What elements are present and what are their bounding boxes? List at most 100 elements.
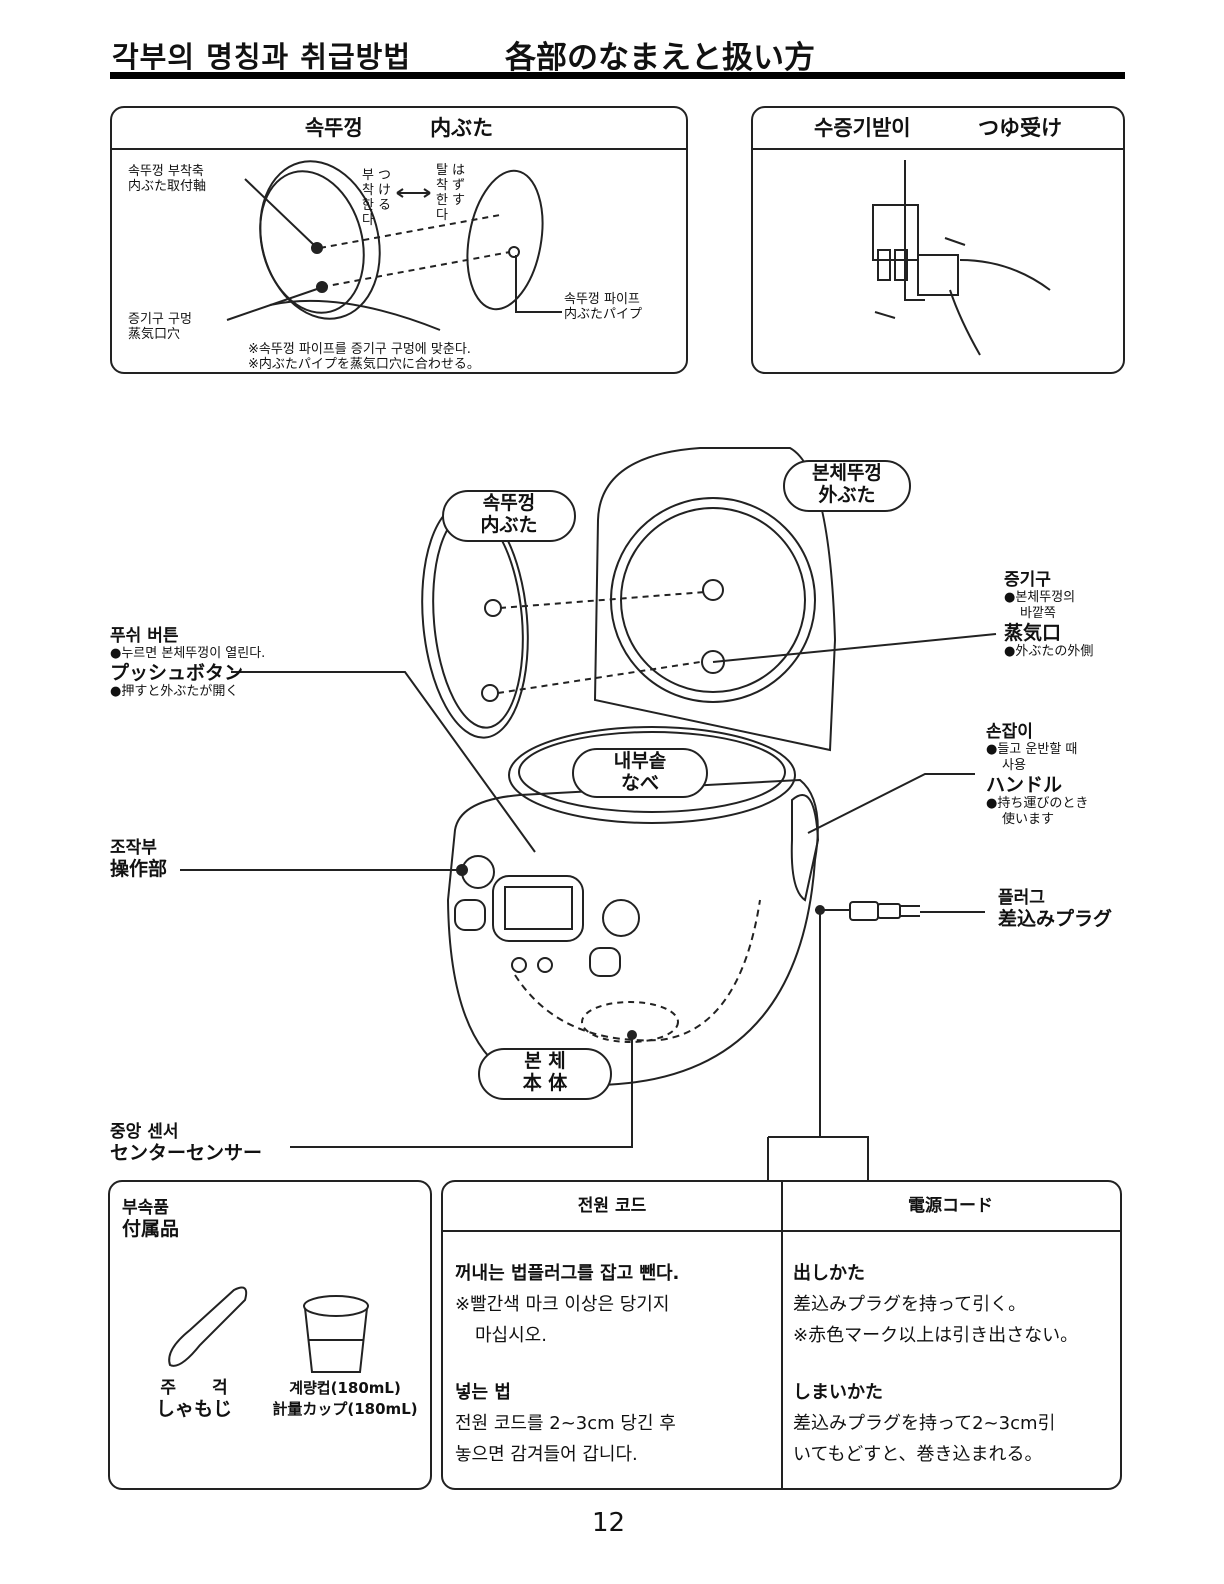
power-cord-head-ko: 전원 코드 xyxy=(443,1182,781,1232)
cord-out-note-ko-2: 마십시오. xyxy=(475,1325,547,1346)
control-panel-label-ko: 조작부 xyxy=(110,838,157,858)
control-panel-label-ja: 操作部 xyxy=(110,858,168,880)
steam-vent-label-ja: 蒸気口 xyxy=(1004,622,1062,644)
power-cord-box: 전원 코드 꺼내는 법플러그를 잡고 뺀다. ※빨간색 마크 이상은 당기지 마… xyxy=(441,1180,1122,1490)
title-rule xyxy=(110,72,1125,79)
pipe-label-ja: 内ぶたパイプ xyxy=(564,307,643,322)
cord-out-title-ja: 出しかた xyxy=(793,1263,865,1284)
measuring-cup-label-ko: 계량컵(180mL) xyxy=(289,1379,401,1397)
control-panel-label: 조작부 操作部 xyxy=(110,838,167,880)
accessories-title-ko: 부속품 xyxy=(122,1198,169,1218)
cord-in-text-ko-1: 전원 코드를 2~3cm 당긴 후 xyxy=(455,1413,676,1434)
inner-lid-pipe-label: 속뚜껑 파이프 内ぶたパイプ xyxy=(564,292,642,322)
power-cord-body-ko: 꺼내는 법플러그를 잡고 뺀다. ※빨간색 마크 이상은 당기지 마십시오. 넣… xyxy=(443,1232,781,1470)
center-sensor-label-ko: 중앙 센서 xyxy=(110,1122,179,1142)
handle-label: 손잡이 ●들고 운반할 때 사용 ハンドル ●持ち運びのとき 使います xyxy=(986,722,1088,828)
plug-label-ja: 差込みプラグ xyxy=(998,908,1113,930)
handle-note-ko-2: 사용 xyxy=(1002,758,1026,773)
accessories-title-ja: 付属品 xyxy=(122,1218,180,1240)
push-button-note-ja: ●押すと外ぶたが開く xyxy=(110,684,239,699)
measuring-cup-label: 계량컵(180mL) 計量カップ(180mL) xyxy=(260,1378,430,1420)
push-button-note-ko: ●누르면 본체뚜껑이 열린다. xyxy=(110,646,266,661)
inner-lid-shaft-label: 속뚜껑 부착축 内ぶた取付軸 xyxy=(128,164,206,194)
pipe-label-ko: 속뚜껑 파이프 xyxy=(564,292,640,307)
plug-drawing xyxy=(849,901,879,921)
power-cord-japanese-column: 電源コード 出しかた 差込みプラグを持って引く。 ※赤色マーク以上は引き出さない… xyxy=(781,1182,1120,1488)
body-drawing xyxy=(446,778,819,1086)
shaft-label-ko: 속뚜껑 부착축 xyxy=(128,164,204,179)
accessories-title: 부속품 付属品 xyxy=(122,1198,179,1240)
plug-label: 플러그 差込みプラグ xyxy=(998,888,1112,930)
handle-note-ja-1: ●持ち運びのとき xyxy=(986,796,1089,811)
page-title-korean: 각부의 명칭과 취급방법 xyxy=(112,40,411,74)
steam-vent-label-ko: 증기구 xyxy=(1004,570,1051,590)
page-number: 12 xyxy=(592,1508,626,1538)
inner-lid-callout: 속뚜껑 内ぶた xyxy=(442,490,576,542)
steam-vent-hole-label: 증기구 구멍 蒸気口穴 xyxy=(128,312,192,342)
attach-label-ja: つける xyxy=(378,168,392,213)
cord-in-text-ja-2: いてもどすと、巻き込まれる。 xyxy=(793,1444,1043,1465)
vent-hole-label-ko: 증기구 구멍 xyxy=(128,312,192,327)
inner-lid-box: 속뚜껑 内ぶた 속뚜껑 부착축 内ぶた取付軸 부착한다 つける 탈착한다 はずす… xyxy=(110,106,688,374)
dew-catcher-box-header: 수증기받이 つゆ受け xyxy=(753,108,1123,150)
push-button-label: 푸쉬 버튼 ●누르면 본체뚜껑이 열린다. プッシュボタン ●押すと外ぶたが開く xyxy=(110,626,265,700)
dew-catcher-drawing xyxy=(904,160,925,301)
measuring-cup-label-ja: 計量カップ(180mL) xyxy=(272,1400,418,1418)
cord-in-title-ko: 넣는 법 xyxy=(455,1382,511,1403)
outer-lid-label-ja: 外ぶた xyxy=(818,484,876,506)
shaft-label-ja: 内ぶた取付軸 xyxy=(128,179,207,194)
push-button-label-ja: プッシュボタン xyxy=(110,662,244,684)
dew-catcher-title-ja: つゆ受け xyxy=(977,116,1062,140)
handle-drawing xyxy=(790,794,820,902)
power-cord-body-ja: 出しかた 差込みプラグを持って引く。 ※赤色マーク以上は引き出さない。 しまいか… xyxy=(781,1232,1120,1470)
inner-lid-label-ko: 속뚜껑 xyxy=(482,492,536,514)
cord-in-text-ja-1: 差込みプラグを持って2~3cm引 xyxy=(793,1413,1056,1434)
body-callout: 본 체 本 体 xyxy=(478,1048,612,1100)
cord-out-note-ja: ※赤色マーク以上は引き出さない。 xyxy=(793,1325,1079,1346)
inner-lid-note: ※속뚜껑 파이프를 증기구 구멍에 맞춘다. ※内ぶたパイプを蒸気口穴に合わせる… xyxy=(248,342,480,372)
rice-paddle-label-ko: 주 걱 xyxy=(160,1378,228,1398)
accessories-box: 부속품 付属品 주 걱 しゃもじ 계량컵(180mL) 計量カップ(180mL) xyxy=(108,1180,432,1490)
outer-lid-label-ko: 본체뚜껑 xyxy=(812,462,882,484)
power-cord-head-ja: 電源コード xyxy=(781,1182,1120,1232)
handle-label-ko: 손잡이 xyxy=(986,722,1033,742)
rice-paddle-drawing xyxy=(168,1286,248,1367)
steam-vent-note-ja: ●外ぶたの外側 xyxy=(1004,644,1094,659)
cord-out-text-ja: 差込みプラグを持って引く。 xyxy=(793,1294,1027,1315)
inner-lid-note-ja: ※内ぶたパイプを蒸気口穴に合わせる。 xyxy=(248,357,480,372)
inner-lid-note-ko: ※속뚜껑 파이프를 증기구 구멍에 맞춘다. xyxy=(248,342,471,357)
removed-inner-lid-drawing xyxy=(466,169,544,311)
rice-paddle-label-ja: しゃもじ xyxy=(155,1398,232,1420)
push-button-label-ko: 푸쉬 버튼 xyxy=(110,626,179,646)
page-title-japanese: 各部のなまえと扱い方 xyxy=(505,40,815,76)
attach-label-ko: 부착한다 xyxy=(362,168,374,228)
pot-label-ja: なべ xyxy=(620,772,659,794)
cord-out-title-ko: 꺼내는 법플러그를 잡고 뺀다. xyxy=(455,1263,680,1284)
dew-catcher-title-ko: 수증기받이 xyxy=(814,116,911,140)
cord-in-text-ko-2: 놓으면 감겨들어 갑니다. xyxy=(455,1444,638,1465)
outer-lid-callout: 본체뚜껑 外ぶた xyxy=(783,460,911,512)
steam-vent-note-ko-1: ●본체뚜껑의 xyxy=(1004,590,1076,605)
body-label-ko: 본 체 xyxy=(524,1050,566,1072)
inner-lid-label-ja: 内ぶた xyxy=(480,514,538,536)
vent-hole-label-ja: 蒸気口穴 xyxy=(128,327,181,342)
dew-catcher-box: 수증기받이 つゆ受け xyxy=(751,106,1125,374)
handle-note-ja-2: 使います xyxy=(1002,812,1055,827)
body-label-ja: 本 体 xyxy=(522,1072,568,1094)
center-sensor-label: 중앙 센서 センターセンサー xyxy=(110,1122,262,1164)
plug-label-ko: 플러그 xyxy=(998,888,1045,908)
remove-label-ko: 탈착한다 xyxy=(436,163,448,223)
steam-vent-label: 증기구 ●본체뚜껑의 바깥쪽 蒸気口 ●外ぶたの外側 xyxy=(1004,570,1093,660)
pot-label-ko: 내부솥 xyxy=(613,750,667,772)
center-sensor-label-ja: センターセンサー xyxy=(110,1142,263,1164)
pot-drawing xyxy=(508,726,796,824)
cord-out-note-ko-1: ※빨간색 마크 이상은 당기지 xyxy=(455,1294,670,1315)
control-panel-drawing xyxy=(492,875,584,942)
inner-lid-box-header: 속뚜껑 内ぶた xyxy=(112,108,686,150)
pot-callout: 내부솥 なべ xyxy=(572,748,708,798)
outer-lid-drawing xyxy=(593,447,837,752)
remove-label-ja: はずす xyxy=(452,163,466,208)
power-cord-korean-column: 전원 코드 꺼내는 법플러그를 잡고 뺀다. ※빨간색 마크 이상은 당기지 마… xyxy=(443,1182,783,1488)
inner-lid-box-title-ja: 内ぶた xyxy=(430,116,494,140)
